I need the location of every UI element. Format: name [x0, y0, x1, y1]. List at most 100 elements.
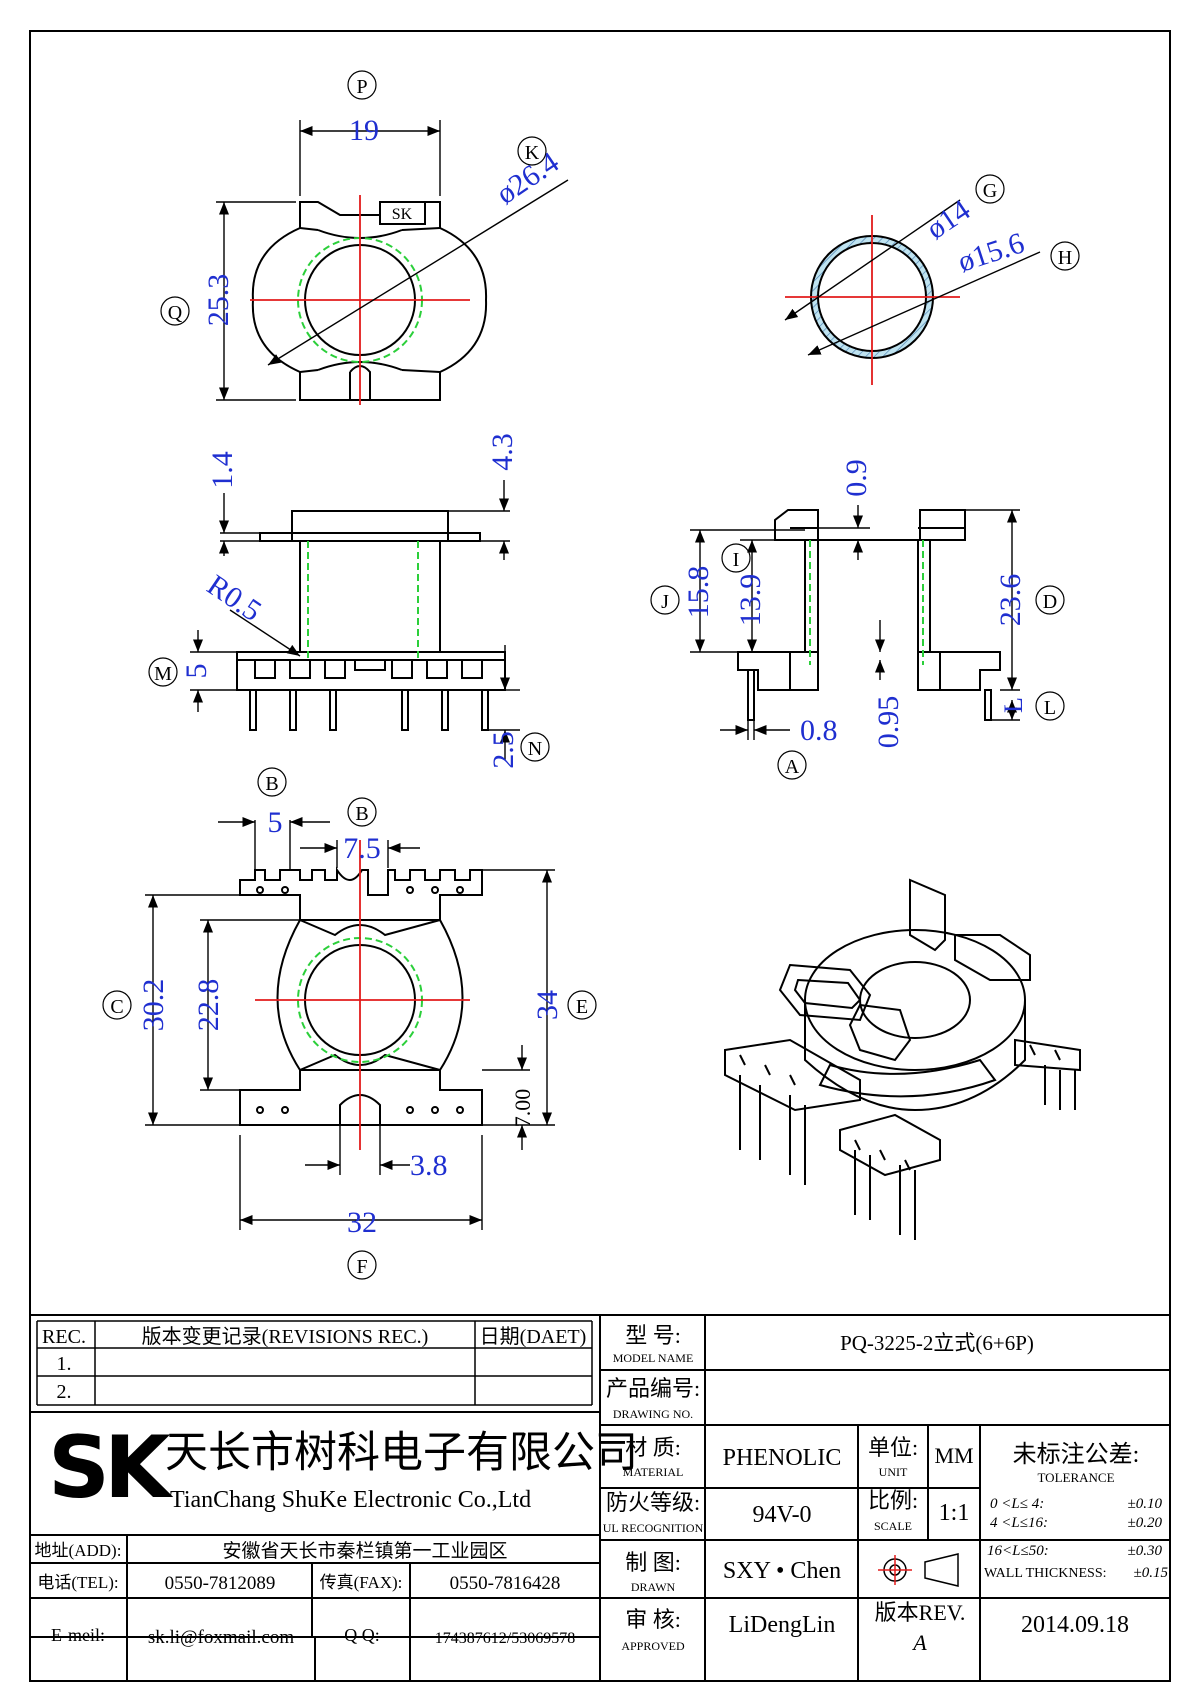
ul-label-en: UL RECOGNITION [603, 1521, 704, 1535]
label-circle-j [650, 585, 680, 615]
tolerance-title-en: TOLERANCE [1037, 1470, 1114, 1485]
drawn-value: SXY • Chen [723, 1558, 841, 1584]
approved-label-cn: 审 核: [625, 1607, 681, 1632]
scale-label-en: SCALE [874, 1519, 912, 1533]
label-b2: B [355, 803, 368, 825]
label-circle-p [347, 70, 377, 100]
label-q: Q [168, 302, 183, 324]
email-label: E-meil: [51, 1625, 105, 1645]
label-circle-h [1050, 241, 1080, 271]
tolerance-value-1: ±0.10 [1128, 1496, 1163, 1512]
email-value: sk.li@foxmail.com [148, 1627, 294, 1648]
model-value: PQ-3225-2立式(6+6P) [840, 1331, 1034, 1355]
qq-value: 174387612/53069578 [435, 1630, 575, 1647]
tolerance-title-cn: 未标注公差: [1013, 1441, 1140, 1468]
label-h: H [1058, 247, 1072, 269]
ul-label-cn: 防火等级: [606, 1490, 700, 1515]
tolerance-range-2: 4 <L≤16: [990, 1515, 1048, 1531]
fax-label: 传真(FAX): [320, 1573, 403, 1592]
model-label-en: MODEL NAME [613, 1351, 694, 1365]
qq-label: Q Q: [344, 1625, 380, 1645]
dim-front-radius: R0.5 [201, 568, 267, 628]
front-view [236, 510, 506, 731]
dim-side-base-gap: 0.95 [872, 696, 905, 749]
tolerance-value-2: ±0.20 [1128, 1515, 1163, 1531]
label-a: A [785, 756, 800, 778]
label-circle-g [975, 174, 1005, 204]
dim-bottom-total-height: 34 [531, 990, 564, 1020]
projection-symbol-icon [878, 1553, 959, 1587]
dim-front-top-height: 4.3 [486, 433, 519, 471]
dim-side-outer: 15.8 [682, 566, 715, 619]
label-b1: B [265, 773, 278, 795]
label-g: G [983, 180, 997, 202]
rev-label: 版本REV. [875, 1600, 966, 1625]
company-name-en: TianChang ShuKe Electronic Co.,Ltd [170, 1487, 531, 1513]
dim-bottom-outer-height: 30.2 [137, 979, 170, 1032]
dim-front-top-flange: 1.4 [206, 451, 239, 489]
label-j: J [661, 591, 669, 613]
label-circle-l [1035, 691, 1065, 721]
address-label: 地址(ADD): [35, 1541, 122, 1560]
label-i: I [733, 549, 740, 571]
label-c: C [110, 996, 123, 1018]
approved-label-en: APPROVED [621, 1639, 685, 1653]
label-circle-n [520, 732, 550, 762]
isometric-view [724, 878, 1081, 1240]
unit-label-en: UNIT [879, 1465, 908, 1479]
label-circle-q [160, 296, 190, 326]
drawn-label-cn: 制 图: [625, 1550, 681, 1575]
unit-value: MM [934, 1443, 973, 1468]
tel-label: 电话(TEL): [37, 1573, 118, 1592]
drawing-label-en: DRAWING NO. [613, 1407, 693, 1421]
label-l: L [1044, 697, 1056, 719]
bottom-view [239, 866, 483, 1126]
dim-top-height: 25.3 [202, 274, 235, 327]
dim-tube-inner: ø14 [920, 193, 976, 246]
tube-view [784, 199, 1041, 385]
fax-value: 0550-7816428 [450, 1573, 561, 1594]
drawn-label-en: DRAWN [631, 1580, 676, 1594]
rev-row-1: 1. [57, 1353, 72, 1375]
dim-side-inner: 13.9 [734, 574, 767, 627]
model-label-cn: 型 号: [625, 1323, 681, 1348]
label-circle-i [721, 543, 751, 573]
approved-value: LiDengLin [729, 1612, 836, 1638]
label-circle-b1 [257, 767, 287, 797]
wall-thickness-value: ±0.15 [1134, 1565, 1169, 1581]
label-circle-b2 [347, 797, 377, 827]
drawing-label-cn: 产品编号: [606, 1376, 700, 1401]
material-label-en: MATERIAL [623, 1465, 684, 1479]
top-view [251, 201, 488, 401]
rev-value: A [911, 1630, 927, 1655]
label-circle-k [517, 136, 547, 166]
company-logo: SK [48, 1418, 174, 1518]
title-block [29, 1314, 1171, 1682]
dim-side-total: 23.6 [994, 574, 1027, 627]
dim-front-base: 5 [180, 664, 213, 679]
dim-bottom-inner-height: 22.8 [192, 979, 225, 1032]
dim-top-width: 19 [349, 114, 379, 147]
label-circle-a [777, 750, 807, 780]
rev-header-desc: 版本变更记录(REVISIONS REC.) [142, 1325, 429, 1348]
rev-header-rec: REC. [42, 1326, 86, 1348]
rev-row-2: 2. [57, 1381, 72, 1403]
label-k: K [525, 142, 540, 164]
brand-mark-top: SK [392, 206, 413, 223]
dim-bottom-width: 32 [347, 1206, 377, 1239]
address-value: 安徽省天长市秦栏镇第一工业园区 [222, 1540, 507, 1562]
side-view [737, 509, 1001, 721]
tolerance-range-3: 16<L≤50: [987, 1543, 1049, 1559]
dim-side-gap: 0.9 [840, 459, 873, 497]
label-f: F [356, 1256, 367, 1278]
label-m: M [154, 663, 172, 685]
scale-value: 1:1 [939, 1500, 970, 1526]
material-label-cn: 材 质: [625, 1435, 681, 1460]
dim-bottom-pitch: 5 [268, 806, 283, 839]
dim-bottom-edge: 7.00 [510, 1089, 535, 1128]
tolerance-range-1: 0 <L≤ 4: [990, 1496, 1044, 1512]
label-circle-c [102, 990, 132, 1020]
tel-value: 0550-7812089 [165, 1573, 276, 1594]
company-name-cn: 天长市树科电子有限公司 [165, 1428, 638, 1478]
